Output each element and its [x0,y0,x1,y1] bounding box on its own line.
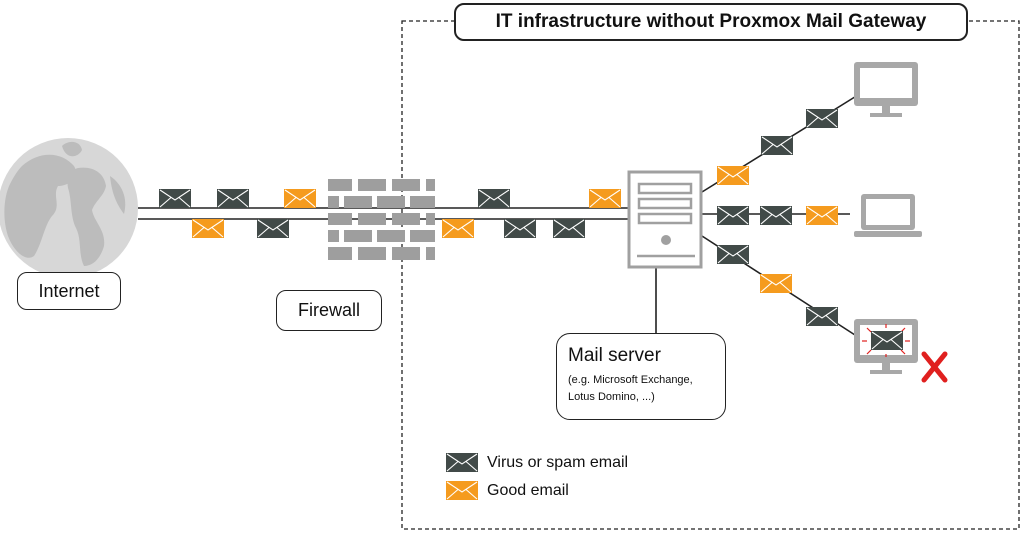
legend-label-spam: Virus or spam email [487,454,629,471]
envelope-icon [716,244,750,265]
mail-server-label: Mail server (e.g. Microsoft Exchange, Lo… [556,333,726,420]
envelope-icon [216,188,250,209]
envelope-icon [477,188,511,209]
brick-11 [426,213,435,225]
brick-1 [358,179,386,191]
brick-17 [358,247,386,260]
red-x-icon [921,351,948,383]
envelope-icon [446,453,478,472]
brick-3 [426,179,435,191]
envelope-icon [805,108,839,129]
brick-19 [426,247,435,260]
laptop-icon [854,194,922,237]
envelope-icon [760,135,794,156]
infection-alert-rays [862,324,910,357]
brick-16 [328,247,352,260]
brick-10 [392,213,420,225]
alert-ray [866,327,872,333]
envelope-icon [441,218,475,239]
envelope-icon [716,205,750,226]
alert-ray [866,349,872,355]
connection-lines [138,94,859,336]
brick-7 [410,196,435,208]
envelope-icon [759,273,793,294]
internet-label: Internet [17,272,121,310]
envelope-icon [446,481,478,500]
brick-6 [377,196,405,208]
email-flow [158,108,904,351]
brick-2 [392,179,420,191]
alert-ray [900,349,906,355]
envelope-icon [158,188,192,209]
brick-18 [392,247,420,260]
envelope-icon [256,218,290,239]
brick-9 [358,213,386,225]
server-icon [627,170,703,269]
envelope-icon [805,306,839,327]
brick-8 [328,213,352,225]
legend-label-good: Good email [487,482,569,499]
envelope-icon [283,188,317,209]
envelope-icon [552,218,586,239]
envelope-icon [191,218,225,239]
envelope-icon [503,218,537,239]
brick-13 [344,230,372,242]
envelope-icon [759,205,793,226]
brick-0 [328,179,352,191]
brick-12 [328,230,339,242]
envelope-icon [716,165,750,186]
envelope-icon [588,188,622,209]
brick-wall-icon [328,179,435,260]
mail-server-examples-line-2: Lotus Domino, ...) [568,391,655,403]
globe-icon [0,138,138,278]
mail-server-examples: (e.g. Microsoft Exchange, Lotus Domino, … [568,372,725,406]
brick-4 [328,196,339,208]
mail-server-examples-line-1: (e.g. Microsoft Exchange, [568,374,693,386]
firewall-label: Firewall [276,290,382,331]
diagram-title: IT infrastructure without Proxmox Mail G… [454,3,968,41]
envelope-icon [870,330,904,351]
mail-server-title: Mail server [568,345,661,366]
monitor-icon [854,62,918,117]
brick-14 [377,230,405,242]
brick-5 [344,196,372,208]
brick-15 [410,230,435,242]
envelope-icon [805,205,839,226]
